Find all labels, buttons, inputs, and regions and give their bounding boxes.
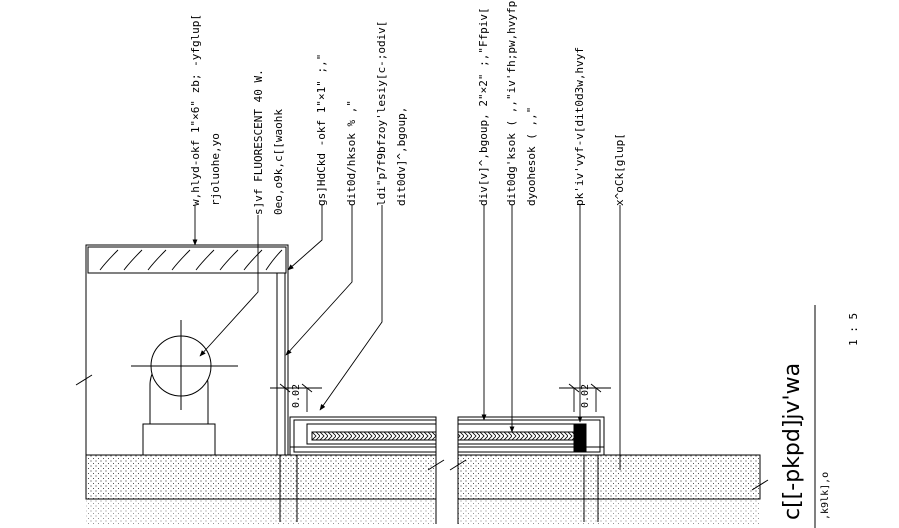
panel-assembly-left <box>289 416 437 456</box>
drawing-title: c[[-pkpd]jv'wa <box>780 362 805 520</box>
drawing-scale: 1 : 5 <box>847 312 860 346</box>
annotation-panel: dit0dg'ksok ( ,,"iv'fh;pw,hvyfpk' <box>505 0 518 206</box>
annotation-wood-top: w,hlyd-okf 1"×6" zb; -yfglup[ <box>189 13 202 206</box>
leader-lines <box>192 205 621 470</box>
annotation-aluminium: div[v]^,bgoup, 2"×2" ;,"Ffpiv[ <box>477 7 490 206</box>
fluorescent-lamp <box>131 320 238 456</box>
annotation-frame: dit0d/hksok % ," <box>345 100 358 206</box>
annotation-acrylic-detail: dit0dv]^,bgoup, <box>395 106 408 206</box>
drawing-subtitle: ,k9lk],o <box>820 471 831 520</box>
panel-assembly-right <box>457 416 605 456</box>
annotation-acrylic: ldi"p7f9bfzoy'lesiy[c-;odiv[ <box>375 20 388 206</box>
support-post <box>276 273 599 522</box>
dimension-label-left: 0.02 <box>291 383 302 408</box>
concrete-slab <box>85 454 761 524</box>
annotation-panel-detail: dyoohesok ( ,," <box>525 106 538 206</box>
dimension-label-right: 0.02 <box>580 383 591 408</box>
annotation-post: gs]HdCkd -okf 1"×1" ;," <box>315 53 328 206</box>
annotation-fluorescent-detail: 0eo,o9k,c[[waohk <box>272 109 285 215</box>
dimension-lines <box>270 383 611 412</box>
annotation-floor: x^oCk[glup[ <box>613 133 626 206</box>
annotation-fluorescent: s]vf FLUORESCENT 40 W. <box>252 69 265 215</box>
annotation-sealant: pk'iv'vyf-v[dit0d3w,hvyf <box>573 47 586 206</box>
wood-top-hatch <box>99 249 283 271</box>
annotation-wood-top-detail: rjoluohe,yo <box>209 133 222 206</box>
break-marks <box>75 374 769 491</box>
